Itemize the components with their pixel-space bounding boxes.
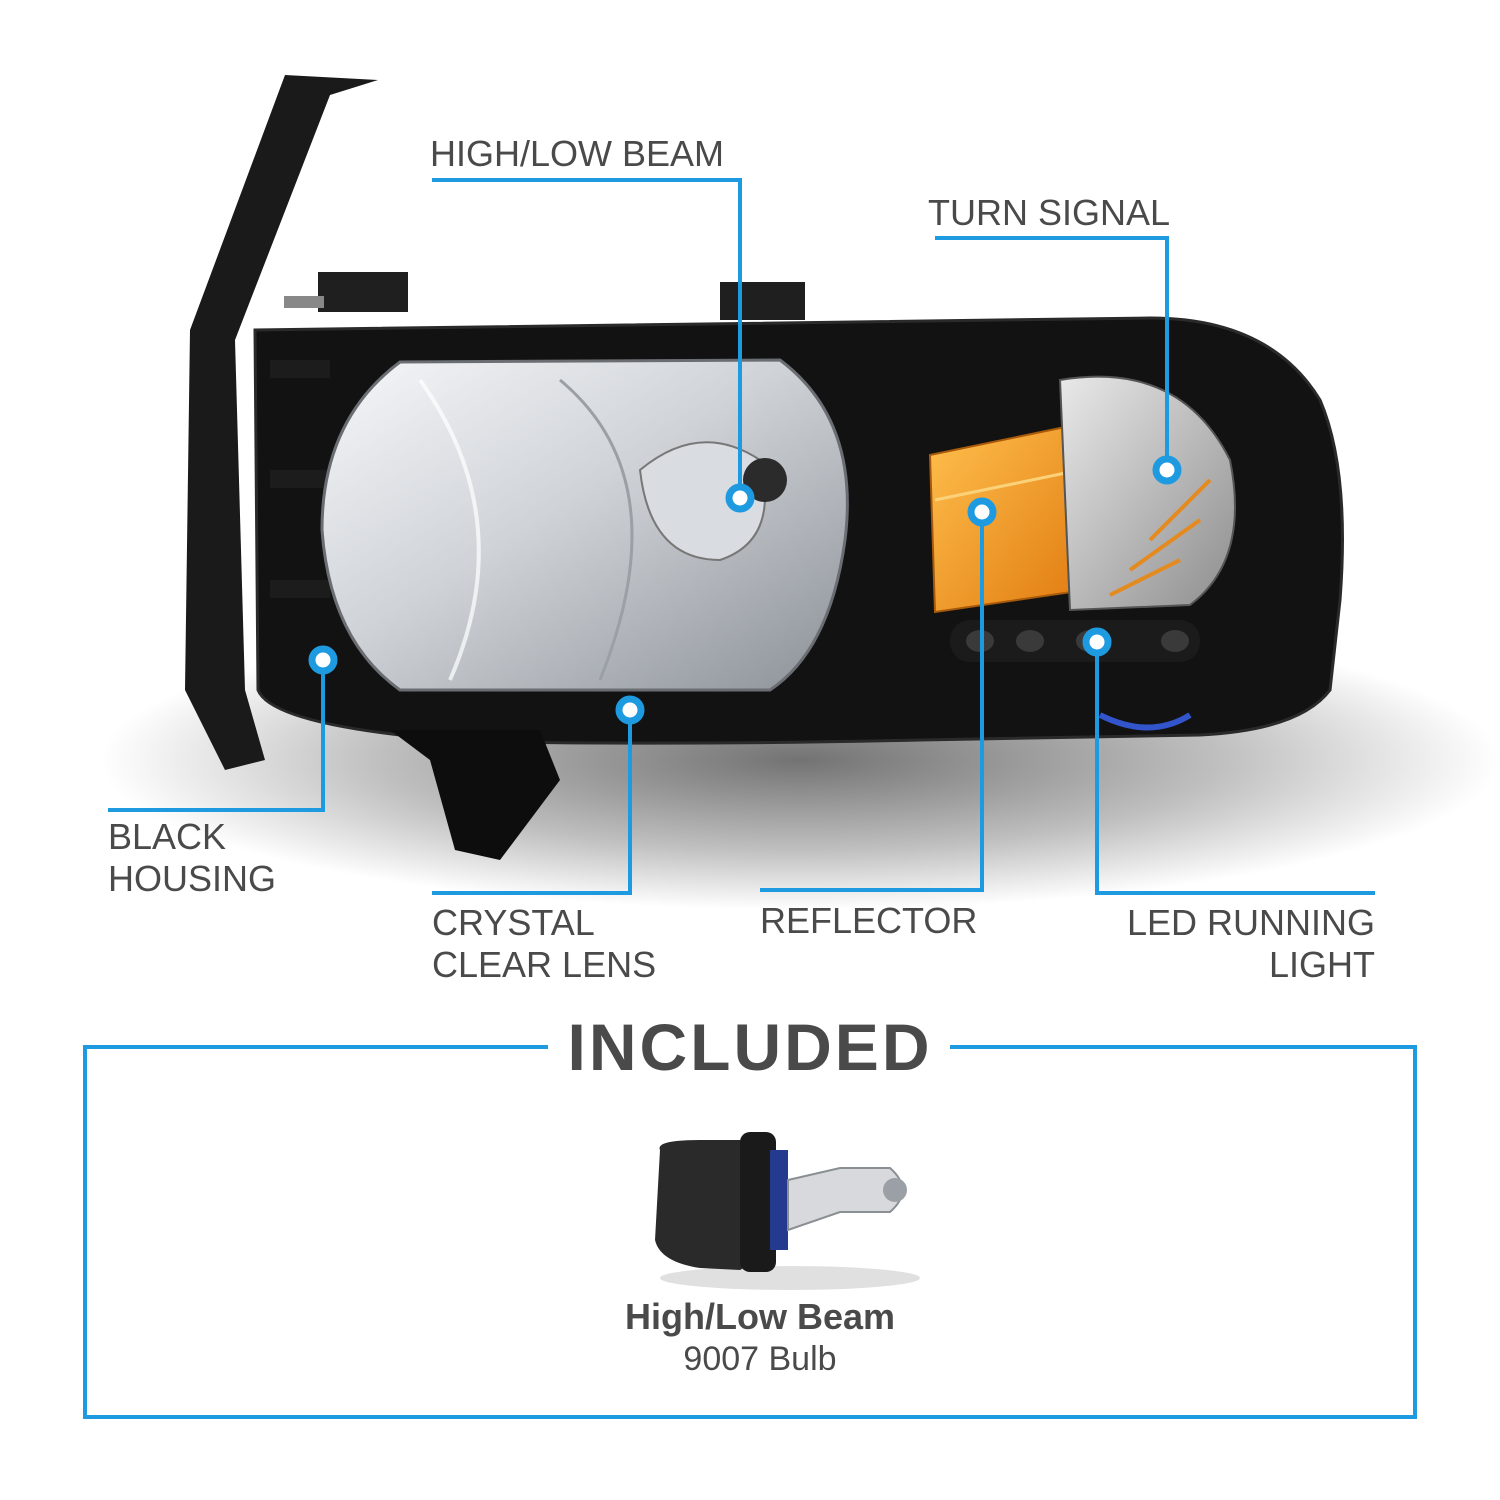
turn-signal-lens [1058,375,1236,612]
callout-dot [1082,627,1112,657]
bulb-type: 9007 Bulb [683,1340,837,1378]
callout-dot [967,497,997,527]
amber-reflector [928,423,1087,614]
leader-crystal-lens [432,710,632,895]
label-text: REFLECTOR [760,900,978,941]
label-text: CLEAR LENS [432,944,657,985]
leader-reflector [760,512,984,892]
label-text: TURN SIGNAL [928,192,1171,233]
callout-dot [308,645,338,675]
included-title: INCLUDED [550,1012,950,1082]
housing-base [390,730,560,860]
label-text: CRYSTAL [432,902,595,943]
mounting-tab [720,282,805,320]
leader-turn-signal [935,236,1169,470]
included-frame [83,1045,1417,1419]
bulb-9007-image [655,1132,920,1290]
label-crystal-clear-lens: CRYSTAL CLEAR LENS [432,902,656,986]
callout-dot [725,483,755,513]
mounting-bracket [185,75,378,770]
callout-dot [615,695,645,725]
label-turn-signal: TURN SIGNAL [928,192,1170,234]
crystal-clear-lens [320,358,849,692]
label-black-housing: BLACK HOUSING [108,816,276,900]
bulb-socket [743,458,787,502]
label-led-running-light: LED RUNNING LIGHT [1100,902,1375,986]
mounting-tab [318,272,408,312]
label-text: BLACK [108,816,227,857]
leader-black-housing [108,660,325,812]
label-high-low-beam: HIGH/LOW BEAM [430,133,724,175]
leader-high-low-beam [432,178,742,498]
label-text: LED RUNNING [1126,902,1375,943]
label-text: HIGH/LOW BEAM [430,133,725,174]
bulb-name: High/Low Beam [624,1296,896,1337]
screw [284,296,324,308]
label-text: LIGHT [1268,944,1375,985]
label-reflector: REFLECTOR [760,900,977,942]
callout-dot [1152,455,1182,485]
leader-led [1095,642,1375,895]
led-strip [950,620,1200,662]
label-text: HOUSING [108,858,277,899]
